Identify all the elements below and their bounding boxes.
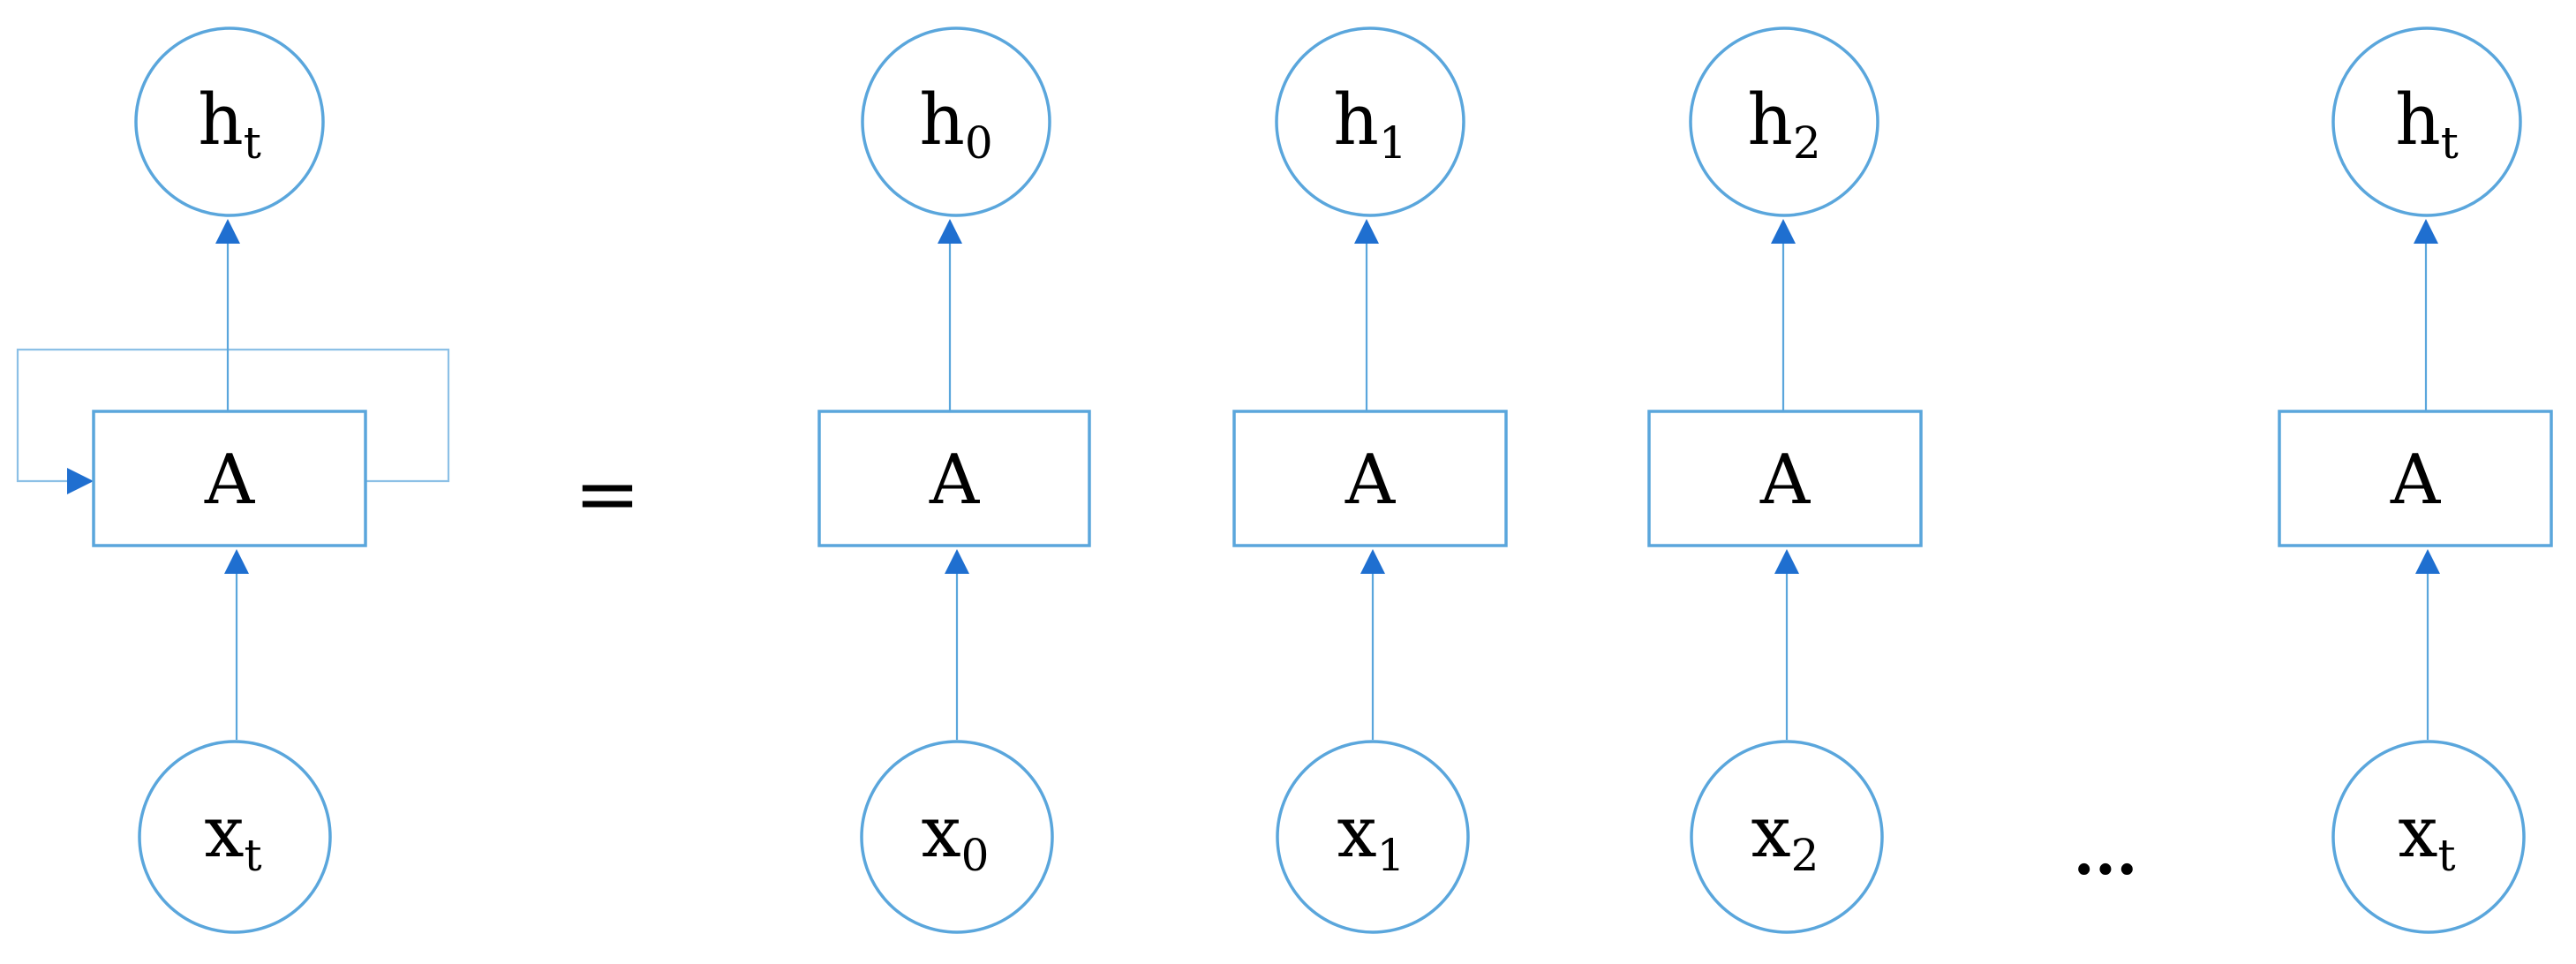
cell-box bbox=[1232, 410, 1508, 547]
cell-box bbox=[1647, 410, 1923, 547]
input-label: xt bbox=[2398, 791, 2455, 881]
output-arrowhead bbox=[215, 219, 240, 244]
output-arrowhead bbox=[938, 219, 962, 244]
recurrent-loop-arrowhead bbox=[67, 468, 94, 494]
unrolled-step-1: h1 A x1 bbox=[1232, 26, 1508, 934]
output-node bbox=[134, 26, 325, 217]
output-label: h0 bbox=[919, 79, 992, 169]
output-node bbox=[1689, 26, 1879, 217]
input-label: xt bbox=[204, 791, 261, 881]
output-label: ht bbox=[198, 79, 261, 169]
output-label: h2 bbox=[1747, 79, 1820, 169]
input-node bbox=[860, 740, 1054, 934]
cell-box bbox=[817, 410, 1091, 547]
unrolled-step-0: h0 A x0 bbox=[817, 26, 1091, 934]
input-arrowhead bbox=[2415, 549, 2440, 574]
recurrent-loop-edge bbox=[16, 348, 450, 483]
equals-sign: = bbox=[574, 448, 640, 540]
cell-label: A bbox=[204, 441, 256, 520]
input-label: x1 bbox=[1337, 791, 1405, 881]
input-arrowhead bbox=[224, 549, 249, 574]
input-node bbox=[1690, 740, 1884, 934]
input-node bbox=[2331, 740, 2526, 934]
unrolled-step-t: ht A xt bbox=[2278, 26, 2553, 934]
output-node bbox=[1275, 26, 1465, 217]
cell-label: A bbox=[1759, 441, 1811, 520]
input-label: x2 bbox=[1751, 791, 1819, 881]
folded-rnn: ht A xt bbox=[16, 26, 450, 934]
input-node bbox=[138, 740, 332, 934]
output-label: ht bbox=[2395, 79, 2459, 169]
output-node bbox=[861, 26, 1051, 217]
ellipsis: ... bbox=[2073, 816, 2137, 889]
cell-label: A bbox=[2390, 441, 2442, 520]
cell-box bbox=[92, 410, 367, 547]
input-label: x0 bbox=[922, 791, 990, 881]
unrolled-step-2: h2 A x2 bbox=[1647, 26, 1923, 934]
output-arrowhead bbox=[2414, 219, 2438, 244]
output-arrowhead bbox=[1354, 219, 1379, 244]
input-node bbox=[1276, 740, 1470, 934]
cell-box bbox=[2278, 410, 2553, 547]
output-node bbox=[2331, 26, 2522, 217]
cell-label: A bbox=[929, 441, 981, 520]
cell-label: A bbox=[1344, 441, 1397, 520]
input-arrowhead bbox=[945, 549, 969, 574]
output-arrowhead bbox=[1771, 219, 1796, 244]
output-label: h1 bbox=[1333, 79, 1406, 169]
input-arrowhead bbox=[1360, 549, 1385, 574]
input-arrowhead bbox=[1774, 549, 1799, 574]
